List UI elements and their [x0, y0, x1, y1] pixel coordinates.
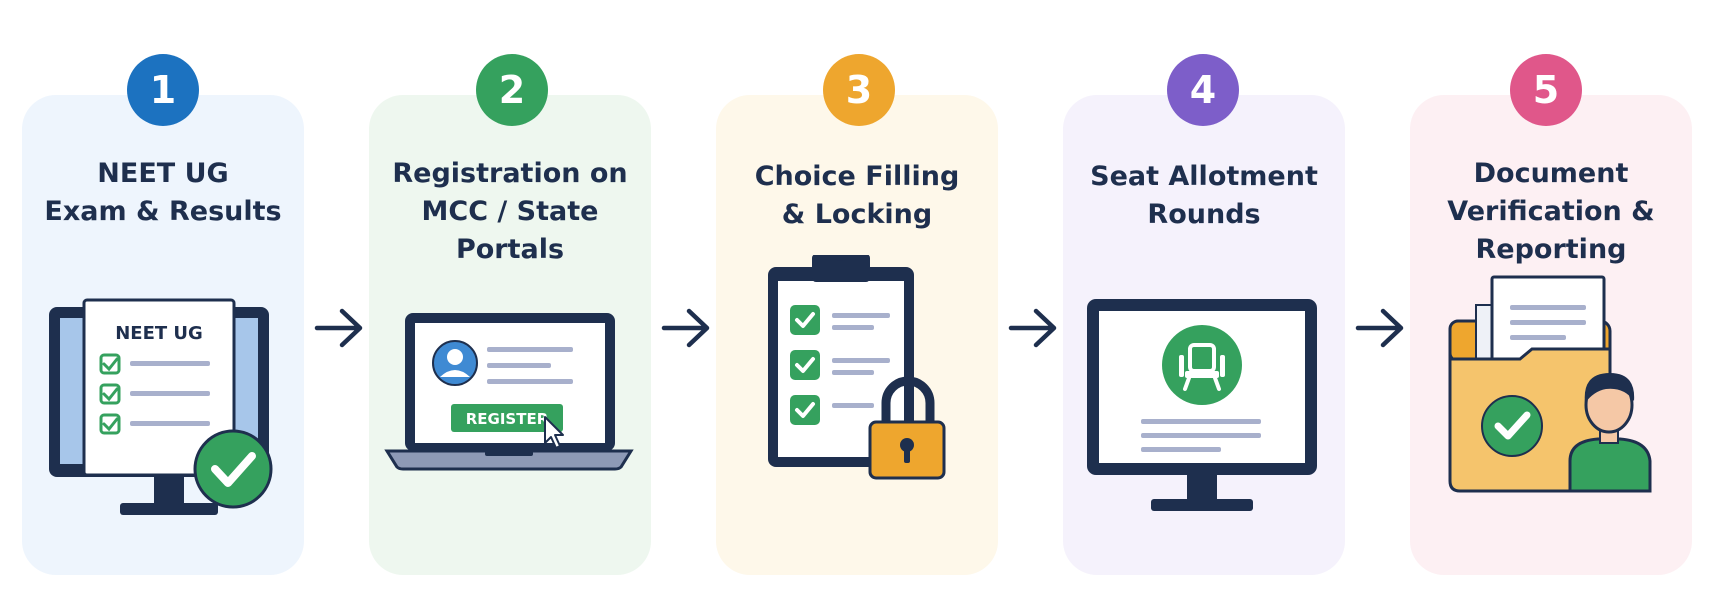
step-title-line: Registration on [392, 158, 628, 189]
step-title-line: NEET UG [97, 158, 229, 189]
step-title-line: Document [1473, 158, 1629, 189]
step-title-2: Registration on MCC / State Portals [369, 155, 651, 269]
step-title-3: Choice Filling & Locking [716, 158, 998, 234]
step-title-line: Seat Allotment [1090, 161, 1318, 192]
step-title-line: Choice Filling [754, 161, 960, 192]
register-button-label: REGISTER [466, 410, 549, 428]
step-title-line: & Locking [781, 199, 933, 230]
arrow-right-icon [1008, 308, 1057, 348]
arrow-right-icon [661, 308, 710, 348]
laptop-registration-icon: REGISTER [384, 313, 634, 471]
monitor-exam-results-icon: NEET UG [49, 298, 273, 515]
monitor-seat-icon [1087, 299, 1317, 511]
arrow-right-icon [314, 308, 363, 348]
step-title-line: MCC / State [421, 196, 599, 227]
step-number-badge-1: 1 [127, 54, 199, 126]
step-number-badge-5: 5 [1510, 54, 1582, 126]
arrow-right-icon [1355, 308, 1404, 348]
step-title-1: NEET UG Exam & Results [22, 155, 304, 231]
clipboard-lock-icon [768, 255, 946, 480]
step-title-line: Exam & Results [44, 196, 282, 227]
folder-person-verified-icon [1448, 275, 1652, 493]
step-title-4: Seat Allotment Rounds [1063, 158, 1345, 234]
step-title-line: Rounds [1147, 199, 1261, 230]
step-title-line: Verification & [1447, 196, 1655, 227]
exam-sheet-title: NEET UG [115, 323, 203, 344]
step-title-5: Document Verification & Reporting [1410, 155, 1692, 269]
step-number-badge-2: 2 [476, 54, 548, 126]
step-number-badge-3: 3 [823, 54, 895, 126]
step-title-line: Reporting [1475, 234, 1627, 265]
step-number-badge-4: 4 [1167, 54, 1239, 126]
step-title-line: Portals [455, 234, 565, 265]
